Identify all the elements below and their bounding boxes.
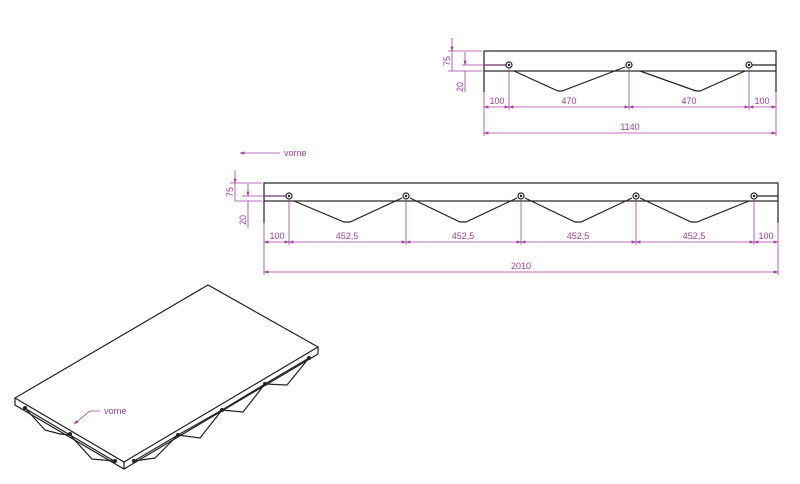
height-dim-label: 20 (238, 215, 248, 225)
total-dim-label: 1140 (620, 122, 639, 132)
dim-label: 100 (489, 96, 504, 106)
strut (639, 197, 750, 223)
bolt-icons (505, 61, 753, 69)
front-label: vorne (104, 406, 127, 416)
dim-label: 452,5 (683, 231, 706, 241)
bolt-icons (285, 192, 758, 200)
strut (409, 197, 518, 223)
height-dim-label: 20 (455, 82, 465, 92)
bolt-icons (23, 356, 311, 463)
strut (639, 70, 746, 92)
dim-label: 452,5 (336, 231, 359, 241)
dim-label: 452,5 (452, 231, 475, 241)
isometric-view: vorne (13, 284, 320, 470)
height-dim-label: 75 (442, 56, 452, 66)
strut (293, 197, 403, 223)
dim-label: 100 (269, 231, 284, 241)
strut (524, 197, 633, 223)
dim-label: 470 (561, 96, 576, 106)
strut (513, 66, 626, 92)
dim-label: 100 (754, 96, 769, 106)
short-side-view: 100 470 470 100 1140 75 20 (442, 38, 777, 136)
long-side-view: vorne 100 452,5 452,5 452,5 (225, 148, 779, 275)
front-label: vorne (284, 148, 307, 158)
plate-outline (483, 50, 777, 72)
dim-label: 100 (758, 231, 773, 241)
dim-label: 452,5 (567, 231, 590, 241)
plate-top (13, 284, 320, 463)
total-dim-label: 2010 (511, 261, 531, 271)
dim-label: 470 (681, 96, 696, 106)
height-dim-label: 75 (225, 187, 235, 197)
